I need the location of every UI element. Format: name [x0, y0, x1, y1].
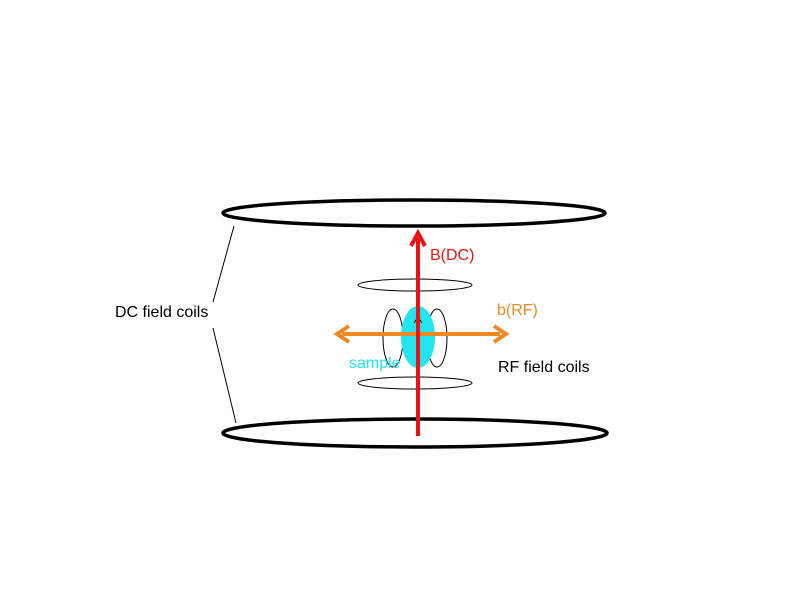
- dc-coil-leader-bottom: [212, 327, 237, 424]
- dc-field-coils-label: DC field coils: [115, 304, 209, 321]
- dc-field-arrow-head: [409, 228, 427, 247]
- dc-coil-leader-top: [212, 225, 235, 303]
- dc-coil-bottom: [221, 417, 609, 449]
- rf-field-coils-label: RF field coils: [498, 359, 590, 376]
- dc-field-label: B(DC): [430, 247, 475, 264]
- rf-field-label: b(RF): [497, 302, 538, 319]
- dc-coil-top: [221, 198, 607, 228]
- rf-field-arrow-head-right: [492, 324, 510, 344]
- sample-label: sample: [349, 355, 401, 372]
- rf-field-arrow-head-left: [333, 324, 351, 344]
- rf-coil-bottom: [357, 376, 473, 390]
- rf-coil-top: [357, 278, 473, 292]
